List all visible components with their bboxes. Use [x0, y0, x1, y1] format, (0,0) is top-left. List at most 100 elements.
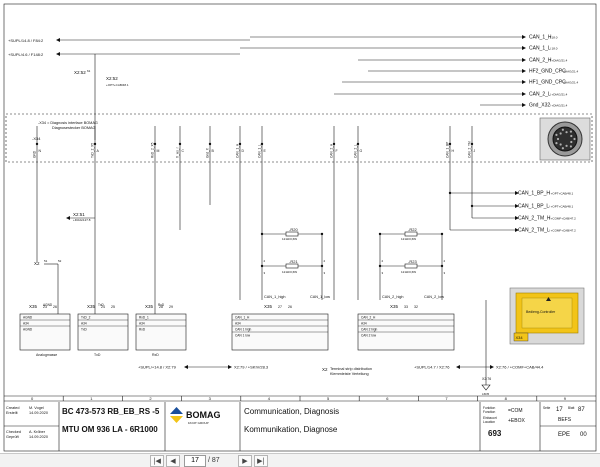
connector-pin-dot	[356, 142, 360, 146]
signal-ref: / 18.0	[550, 47, 558, 51]
terminal-row-text: CAN 1 high	[235, 328, 252, 332]
x35-label: X35	[29, 304, 38, 309]
x2-tag: X2	[322, 367, 328, 372]
pages-value: 87	[578, 407, 585, 413]
arrow-right-icon	[515, 216, 519, 220]
column-number: 0	[31, 396, 34, 401]
arrow-right-icon	[522, 58, 526, 62]
revision: 00	[580, 432, 587, 438]
plug-pin	[561, 147, 564, 150]
x35-label: X35	[145, 304, 154, 309]
txd-label: TxD	[98, 303, 105, 307]
checked-label: Checked	[6, 430, 21, 434]
location-label: Location	[483, 420, 495, 424]
created-by: M. Vogel	[29, 406, 44, 410]
created-label: Created	[6, 406, 20, 410]
wire-name-gnd: GND	[33, 150, 37, 158]
signal-label-can_2_h: CAN_2_H	[529, 58, 552, 64]
signal-ref: / +DIAG/21.4	[561, 70, 579, 74]
x2-76-left-label: +SUPL/14.7 / X2:76	[414, 365, 450, 370]
f84-label: +SUPL/14.8 / F84:2	[8, 38, 44, 43]
last-page-icon[interactable]: ▶|	[254, 455, 268, 467]
plug-pin	[573, 137, 576, 141]
terminal-pin: 33	[404, 305, 408, 309]
terminal-pin: 29	[169, 305, 173, 309]
controller-display	[521, 297, 573, 329]
can1-high-wire-label: CAN_1_high	[264, 295, 286, 299]
terminal-caption: RxD	[152, 353, 159, 357]
mid-signal-label-can_1_bp_l: CAN_1_BP_L	[518, 204, 549, 210]
pin-num: 3	[324, 271, 326, 275]
terminal-row-text: AGND	[23, 328, 33, 332]
first-page-icon[interactable]: |◀	[150, 455, 164, 467]
arrow-right-icon	[522, 92, 526, 96]
terminal-pin: 24	[101, 305, 105, 309]
terminal-pin: 23	[43, 305, 47, 309]
column-number: 7	[445, 396, 448, 401]
location-value: +EBOX	[508, 418, 525, 424]
x34-badge-text: X34	[516, 335, 524, 340]
resistor-id: -R20	[289, 227, 298, 232]
pin-num: 3	[444, 271, 446, 275]
terminal-row-text: TxD_2	[81, 316, 91, 320]
page-number-input[interactable]	[184, 455, 206, 467]
arrow-right-icon	[490, 365, 494, 369]
pin-num: 3	[382, 271, 384, 275]
column-number: 1	[90, 396, 93, 401]
termination-resistor-icon	[404, 263, 418, 269]
column-number: 3	[209, 396, 212, 401]
x34-box-subtitle: Diagnosestecker BOMAG	[52, 126, 96, 130]
connector-pin-dot	[153, 142, 157, 146]
terminal-pin: 25	[111, 305, 115, 309]
pin-letter: F	[336, 149, 338, 153]
plug-pin	[561, 128, 564, 131]
pin-num: 2	[264, 259, 266, 263]
terminal-row-text: CAN 2 low	[361, 334, 377, 338]
signal-label-can_2_l: CAN_2_L	[529, 92, 551, 98]
terminal-strip-label: Terminal strip distribution	[330, 367, 372, 371]
terminal-row-text: RxD	[139, 328, 146, 332]
brand-subtitle: FAYAT GROUP	[188, 421, 209, 425]
resistor-value: 121Ω/0,6W	[401, 270, 416, 274]
column-number: 9	[564, 396, 567, 401]
x2-79-right-label: X2:79 / +SKIV/28.3	[234, 365, 269, 370]
resistor-id: -R21	[289, 259, 298, 264]
signal-ref: / +DIAG/21.4	[561, 81, 579, 85]
prev-page-icon[interactable]: ◀	[166, 455, 180, 467]
pin-letter: C	[182, 149, 185, 153]
signal-ref: / +DIAG/21.4	[550, 59, 568, 63]
plug-pin	[565, 131, 568, 134]
plug-pin	[570, 140, 573, 144]
terminal-caption: TxD	[94, 353, 101, 357]
terminal-row-text: CAN 2 high	[361, 328, 378, 332]
function-label-de: Funktion	[483, 406, 495, 410]
x2-51-ref: +DIAG/127.8	[73, 218, 91, 222]
junction-dot	[448, 191, 452, 195]
x34-badge	[513, 332, 529, 342]
doc-number: 693	[488, 429, 502, 438]
terminal-row-text: A34	[361, 322, 367, 326]
terminal-strip-label-de: Klemmleiste Verteilung	[330, 372, 369, 376]
wire-name-can_1_h: CAN_1_H	[236, 143, 240, 158]
column-number: 8	[505, 396, 508, 401]
next-page-icon[interactable]: ▶	[238, 455, 252, 467]
plug-pin	[569, 130, 573, 133]
signal-label-hf1_gnd_cpc: HF1_GND_CPC	[529, 80, 566, 86]
wire-name-txd_2_x5: TxD_2_X5	[91, 143, 95, 158]
wire-name-x_ws_r: X_ws_r	[176, 146, 180, 158]
column-number: 4	[268, 396, 271, 401]
plug-pin	[570, 134, 573, 138]
diagnosis-interface-box	[5, 113, 593, 163]
connector-pin-dot	[35, 142, 39, 146]
mid-signal-ref: / +OPT+CAB/48.1	[549, 205, 574, 209]
x2-52-label: X2:52	[106, 76, 118, 81]
function-value: =COM	[508, 408, 523, 414]
terminal-pin: 26	[288, 305, 292, 309]
arrow-right-icon	[522, 80, 526, 84]
agnd-label: AGND	[43, 303, 53, 307]
pin-letter: H	[452, 149, 455, 153]
arrow-left-icon	[66, 216, 70, 220]
junction-dot	[260, 264, 264, 268]
page-total: / 87	[208, 457, 220, 464]
bomag-logo-icon	[170, 407, 183, 414]
